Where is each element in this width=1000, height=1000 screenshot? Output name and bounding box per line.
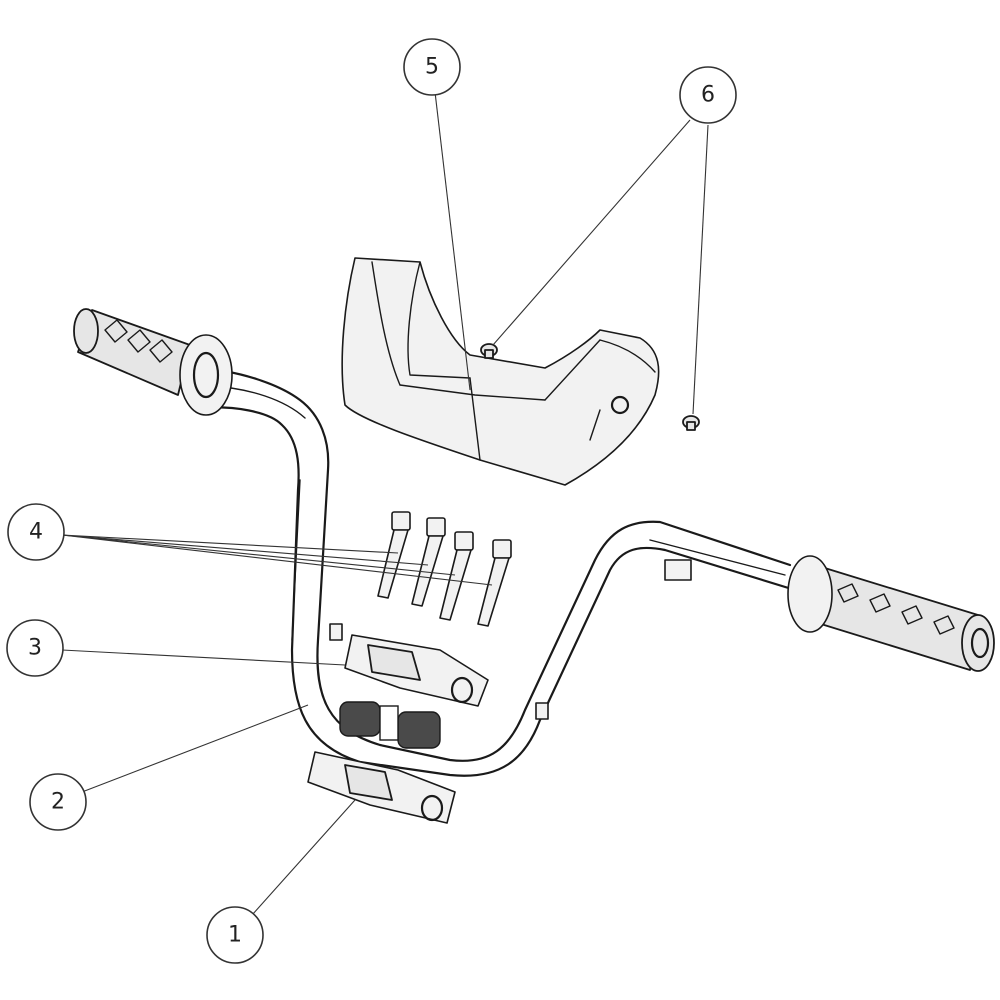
handlebar	[193, 366, 797, 777]
right-grip	[787, 555, 995, 672]
leader-1	[251, 799, 356, 916]
callout-label-5: 5	[425, 55, 439, 80]
callout-label-1: 1	[228, 923, 242, 948]
leader-lines	[61, 91, 709, 916]
upper-clamp	[344, 634, 489, 707]
pad-screws	[480, 343, 700, 431]
handlebar-pad-cover	[341, 257, 660, 486]
callout-label-4: 4	[29, 520, 43, 545]
leader-4a	[61, 534, 399, 554]
leader-3	[61, 649, 346, 666]
leader-6a	[492, 119, 691, 346]
leader-4c	[61, 534, 456, 576]
leader-6b	[692, 124, 709, 415]
callout-2: 2	[29, 773, 87, 831]
leader-4b	[61, 534, 429, 566]
callout-label-2: 2	[51, 790, 65, 815]
clamp-bolts	[377, 511, 512, 627]
callout-label-6: 6	[701, 83, 715, 108]
leader-5	[434, 91, 471, 391]
callout-1: 1	[206, 906, 264, 964]
callout-4: 4	[7, 503, 65, 561]
callout-3: 3	[6, 619, 64, 677]
leader-2	[81, 704, 309, 793]
left-grip	[73, 308, 233, 416]
lower-clamp	[307, 751, 456, 824]
callout-6: 6	[679, 66, 737, 124]
callout-label-3: 3	[28, 636, 42, 661]
leader-4d	[61, 534, 493, 586]
callout-5: 5	[403, 38, 461, 96]
